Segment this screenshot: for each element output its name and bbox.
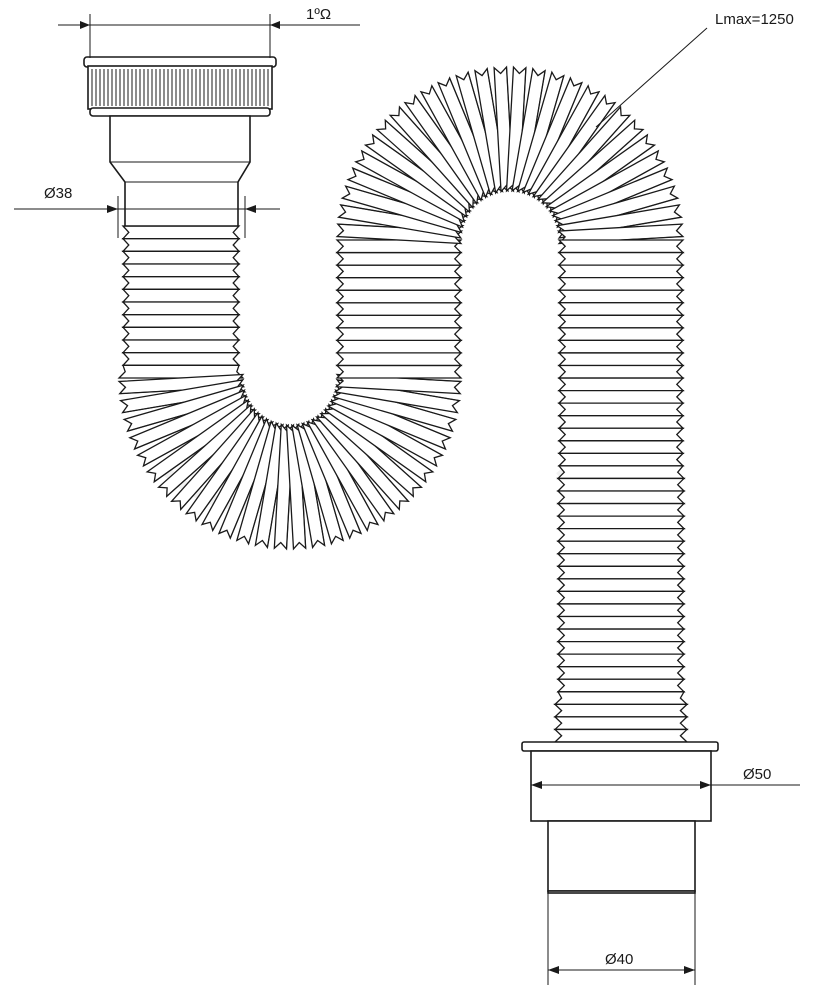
hose-rib [184, 410, 270, 523]
nut-knurling [91, 69, 269, 106]
hose-rib [553, 703, 689, 718]
hose-rib [121, 276, 241, 290]
hose-rib [335, 327, 463, 342]
hose-rib [335, 264, 463, 279]
hose-rib [556, 666, 686, 680]
top-nut [83, 56, 277, 117]
hose-rib [335, 314, 463, 329]
hose-rib [305, 414, 380, 533]
hose-rib [553, 691, 689, 705]
hose-rib [335, 302, 463, 316]
hose-rib [121, 339, 241, 354]
hose-rib [322, 398, 435, 484]
hose-rib [557, 452, 685, 467]
hose-rib [557, 402, 685, 417]
hose-rib [556, 465, 686, 480]
hose-rib [121, 352, 241, 366]
hose-rib [121, 238, 241, 252]
hose-rib [556, 640, 686, 655]
hose-rib [557, 415, 685, 429]
hose-rib [556, 565, 686, 580]
hose-rib [121, 225, 241, 240]
hose-rib [128, 389, 251, 451]
inlet-diameter-label: Ø38 [44, 185, 72, 202]
hose-rib [135, 393, 254, 468]
hose-rib [557, 339, 685, 354]
inlet-tube [109, 115, 251, 227]
hose-rib [335, 289, 463, 304]
hose-rib [301, 417, 363, 540]
hose-rib [118, 378, 247, 414]
hose-rib [557, 239, 685, 254]
outlet-fitting [521, 741, 719, 894]
hose-rib [121, 288, 241, 303]
hose-rib [556, 578, 686, 593]
hose-rib [556, 515, 686, 530]
hose-rib [557, 277, 685, 291]
hose-rib [557, 314, 685, 329]
hose-rib [557, 440, 685, 454]
hose-rib [121, 326, 241, 341]
hose-rib [557, 352, 685, 367]
hose-rib [557, 302, 685, 316]
hose-rib [556, 653, 686, 668]
hose-rib [553, 716, 689, 731]
hose-rib [557, 327, 685, 342]
hose-rib [557, 377, 685, 392]
hose-rib [556, 502, 686, 517]
hose-rib [335, 364, 463, 379]
hose-rib [553, 728, 689, 743]
hose-rib [556, 540, 686, 555]
hose-rib [556, 477, 686, 492]
hose-rib [335, 352, 463, 367]
hose-rib [296, 419, 345, 546]
length-max-label: Lmax=1250 [715, 11, 794, 28]
dimension-inlet-diameter: Ø38 [14, 185, 280, 238]
hose-rib [556, 678, 686, 693]
hose-rib [121, 263, 241, 278]
hose-rib [122, 384, 249, 433]
hose-rib [121, 314, 241, 328]
hose-rib [556, 603, 686, 618]
hose-rib [335, 339, 463, 354]
outlet-pipe-diameter-label: Ø40 [605, 951, 633, 968]
hose-rib [285, 422, 307, 551]
hose-rib [556, 590, 686, 605]
hose-rib [556, 628, 686, 643]
hose-rib [290, 421, 326, 550]
hose-rib [556, 490, 686, 505]
hose-rib [557, 389, 685, 404]
top-width-label: 1ºΩ [306, 6, 331, 23]
corrugated-hose [117, 65, 689, 743]
dimension-outlet-pipe-diameter: Ø40 [547, 893, 696, 985]
hose-rib [117, 373, 246, 395]
hose-rib [335, 251, 463, 266]
hose-rib [121, 301, 241, 316]
hose-rib [556, 615, 686, 630]
hose-rib [335, 276, 463, 291]
dimension-top-width: 1ºΩ [58, 6, 360, 58]
dimension-outlet-flange-diameter: Ø50 [531, 766, 800, 789]
hose-rib [121, 250, 241, 265]
hose-rib [556, 528, 686, 542]
hose-rib [556, 553, 686, 567]
hose-rib [557, 264, 685, 279]
hose-rib [557, 364, 685, 379]
dimension-length-max: Lmax=1250 [595, 11, 794, 128]
outlet-flange-diameter-label: Ø50 [743, 766, 771, 783]
hose-rib [557, 289, 685, 304]
hose-rib [557, 251, 685, 266]
hose-rib [557, 427, 685, 442]
